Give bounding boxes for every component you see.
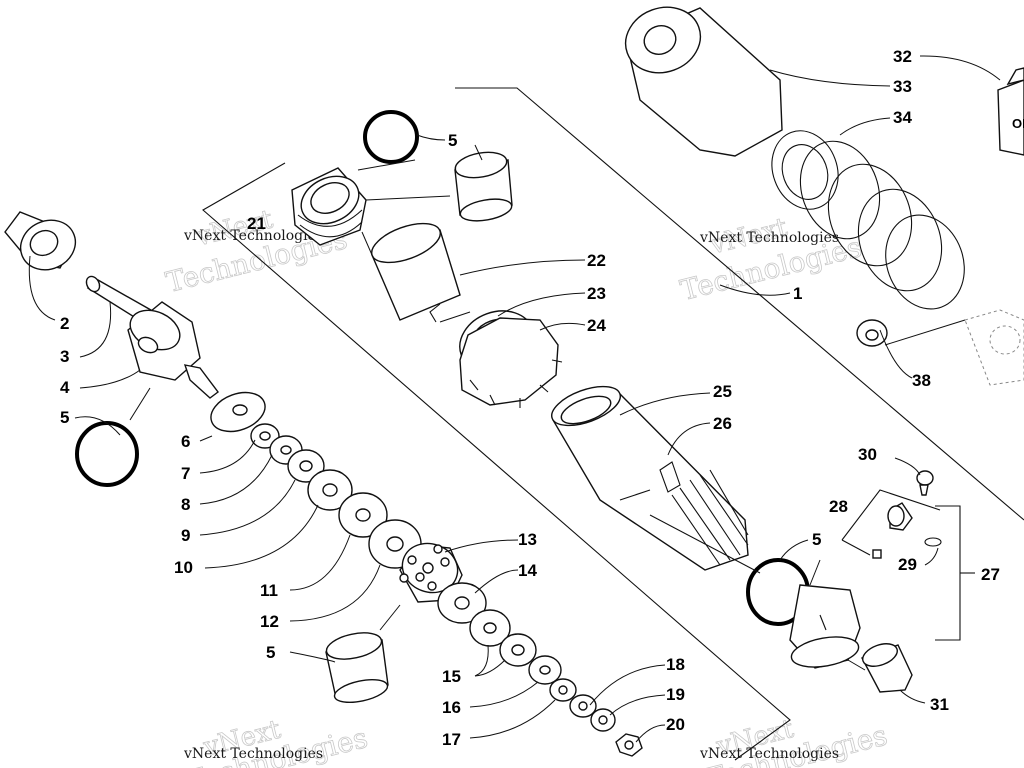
part-28-valve: [887, 502, 913, 531]
watermark-small-text: vNext Technologies: [699, 230, 839, 246]
part-21-bearing: [291, 167, 367, 246]
callout-7: 7: [181, 464, 190, 483]
part-11-washer-hole: [355, 508, 371, 522]
part-5-bushing-lower: [325, 632, 389, 703]
callout-1: 1: [793, 284, 802, 303]
leader-lines: [28, 55, 1001, 743]
callout-15: 15: [442, 667, 461, 686]
part-38-nut: [856, 319, 888, 347]
callout-30: 30: [858, 445, 877, 464]
callout-11: 11: [260, 581, 278, 600]
part-15b-washer-hole: [511, 644, 525, 656]
callout-3: 3: [60, 347, 69, 366]
callout-32: 32: [893, 47, 912, 66]
part-16-washer-hole: [539, 665, 551, 675]
lower-shim-stack: [437, 582, 616, 732]
part-14-washer-hole: [454, 596, 470, 610]
callout-22: 22: [587, 251, 606, 270]
callout-31: 31: [930, 695, 949, 714]
callout-27: 27: [981, 565, 1000, 584]
callout-24: 24: [587, 316, 606, 335]
watermark-small-text: vNext Technologies: [183, 746, 323, 762]
part-28-pin: [872, 549, 882, 559]
part-31-bushing: [861, 643, 913, 693]
oil-bottle-label: OI: [1012, 116, 1024, 131]
part-5-oring-top: [363, 110, 419, 164]
callout-28: 28: [829, 497, 848, 516]
part-5-bushing-top: [454, 151, 513, 222]
shock-lower-eye-dashed: [964, 309, 1024, 386]
assembly-outline-left: [202, 162, 791, 761]
part-29-oring-small: [924, 537, 942, 547]
callout-6: 6: [181, 432, 190, 451]
part-30-screw: [916, 470, 934, 496]
callout-5-left: 5: [60, 408, 69, 427]
part-22-sleeve: [371, 222, 461, 323]
bracket-27: [935, 505, 961, 641]
part-2-cap: [4, 211, 77, 271]
part-10-washer-hole: [322, 483, 338, 497]
callout-19: 19: [666, 685, 685, 704]
callout-13: 13: [518, 530, 537, 549]
callout-33: 33: [893, 77, 912, 96]
callout-21: 21: [247, 214, 266, 233]
part-5-oring-left: [75, 421, 139, 487]
watermark-right: vNext Technologies: [677, 212, 866, 307]
callout-9: 9: [181, 526, 190, 545]
callout-29: 29: [898, 555, 917, 574]
part-18-washer-hole: [578, 701, 588, 711]
callout-25: 25: [713, 382, 732, 401]
part-6-washer-hole: [232, 404, 248, 416]
part-33-boot: [624, 6, 783, 157]
callout-labels: 2 3 4 5 6 7 8 9 10 11 12 5 13 14 15 16 1…: [60, 47, 1000, 749]
callout-5-top: 5: [448, 131, 457, 150]
part-34-spring: [771, 130, 965, 310]
bracket-28-lower: [841, 539, 871, 556]
callout-38: 38: [912, 371, 931, 390]
assembly-outline: [455, 87, 1024, 521]
part-27-reservoir-end: [789, 584, 861, 669]
callout-14: 14: [518, 561, 537, 580]
shim-stack: [210, 391, 422, 569]
watermark-group: vNext Technologies vNext Technologies vN…: [162, 204, 891, 768]
part-19-washer-hole: [598, 715, 608, 725]
part-7-washer-hole: [259, 431, 271, 441]
part-12-washer-hole: [386, 536, 404, 552]
callout-20: 20: [666, 715, 685, 734]
watermark-small-text: vNext Technologies: [699, 746, 839, 762]
callout-26: 26: [713, 414, 732, 433]
callout-18: 18: [666, 655, 685, 674]
callout-10: 10: [174, 558, 193, 577]
callout-2: 2: [60, 314, 69, 333]
callout-23: 23: [587, 284, 606, 303]
callout-5-right: 5: [812, 530, 821, 549]
part-25-body: [551, 385, 749, 571]
callout-8: 8: [181, 495, 190, 514]
callout-4: 4: [60, 378, 70, 397]
part-15-washer-hole: [483, 622, 497, 634]
part-4-shaft-eye: [127, 301, 219, 399]
part-20-nut: [615, 733, 643, 757]
part-8-washer-hole: [280, 445, 292, 455]
part-9-washer-hole: [299, 460, 313, 472]
part-32-oil-bottle: OI: [997, 67, 1024, 156]
callout-12: 12: [260, 612, 279, 631]
callout-34: 34: [893, 108, 912, 127]
callout-5-bottom: 5: [266, 643, 275, 662]
callout-16: 16: [442, 698, 461, 717]
callout-17: 17: [442, 730, 461, 749]
bracket-28: [841, 489, 941, 541]
part-17-washer-hole: [558, 685, 568, 695]
watermark-small-text: vNext Technologies: [183, 228, 323, 244]
part-24-spanner-nut: [459, 317, 563, 408]
